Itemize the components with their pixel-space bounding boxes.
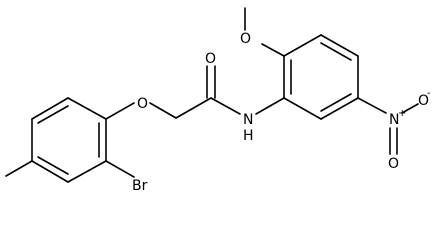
bond-ch2-carbonyl [175,97,212,119]
nitro-charge-plus: + [398,108,406,119]
structure-svg: O O O N H N + O - O Br [5,7,431,192]
bonds [5,7,419,183]
bond-ring-nitro-n [357,97,387,114]
amide-nitrogen-label: N [243,112,253,128]
bond-ring2-5 [320,97,359,120]
nitro-oxygen-top-label: O [388,156,399,172]
bond-methyl [5,160,33,177]
bond-ring2-3-inner [320,42,352,61]
bond-ring1-4 [31,160,69,183]
amide-hydrogen-label: H [243,128,254,144]
bond-ring1-1 [67,97,107,120]
nitro-oxygen-minus-label: O [418,93,429,109]
bond-ring1-4-inner [37,156,69,175]
bond-ring2-3 [320,34,359,57]
bond-ring2-5-inner [320,93,352,112]
bond-carbonyl-n [210,97,241,115]
bond-ring2-6 [283,97,322,120]
nitro-nitrogen-label: N [389,112,399,128]
bond-ring2-2 [283,34,322,57]
bond-ring1-5 [67,160,107,183]
methoxy-oxygen-label: O [240,31,251,47]
atom-labels: O O O N H N + O - O Br [132,31,431,192]
bond-ring1-2 [31,97,69,120]
bond-c-br [105,160,135,178]
bond-ether-o-ch2 [149,102,177,119]
bond-ring-methoxy-o [261,43,285,57]
bond-n-aryl [255,97,285,115]
carbonyl-oxygen-label: O [205,51,216,67]
chemical-structure-diagram: O O O N H N + O - O Br [5,7,431,192]
nitro-charge-minus: - [427,88,431,99]
ether-oxygen-label: O [137,96,148,112]
bond-ring-ether-o [105,102,135,120]
bond-nitro-n-o-right [401,103,419,114]
bond-ring1-2-inner [37,105,69,124]
bromine-label: Br [132,178,148,192]
